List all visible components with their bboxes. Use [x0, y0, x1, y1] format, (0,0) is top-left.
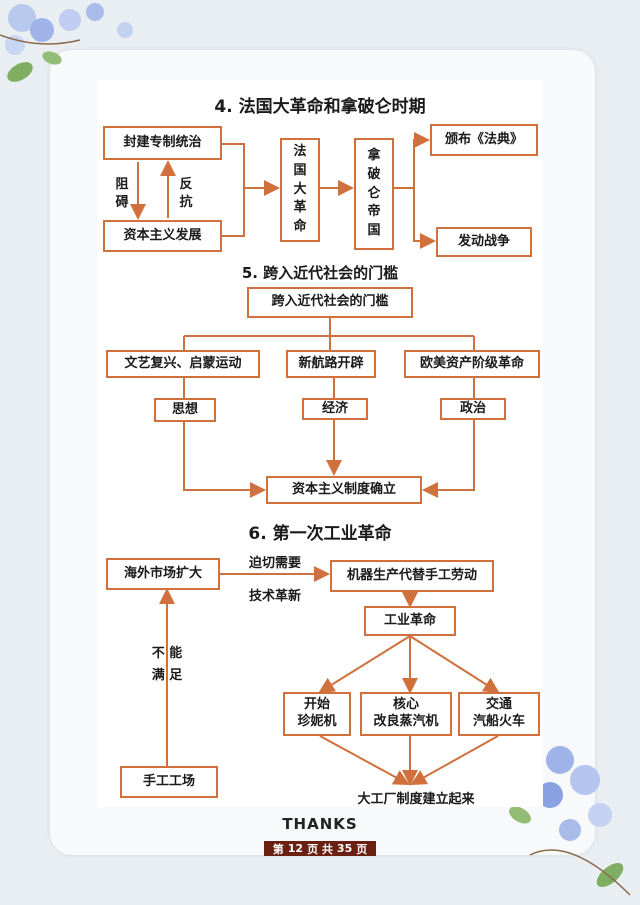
steam-engine-line1: 核心: [392, 697, 419, 713]
issue-code-box: 颁布《法典》: [430, 124, 538, 156]
transport-line1: 交通: [485, 697, 512, 713]
obstruct-label: 阻碍: [115, 177, 129, 211]
steam-engine-line2: 改良蒸汽机: [373, 714, 439, 729]
capitalism-development-box: 资本主义发展: [103, 220, 222, 252]
factory-system-label: 大工厂制度建立起来: [357, 792, 475, 807]
steam-engine-box: 核心 改良蒸汽机: [360, 692, 452, 736]
napoleon-empire-box: 拿 破 仑 帝 国: [354, 138, 394, 250]
spinning-jenny-line1: 开始: [303, 697, 330, 713]
thanks-text: THANKS: [282, 815, 358, 833]
politics-box: 政治: [440, 398, 506, 420]
napoleon-empire-char: 国: [367, 223, 381, 239]
section6-title: 6. 第一次工业革命: [248, 524, 392, 544]
french-revolution-box: 法 国 大 革 命: [280, 138, 320, 242]
french-revolution-char: 命: [293, 219, 307, 235]
bourgeois-revolution-box: 欧美资产阶级革命: [404, 350, 540, 378]
transport-line2: 汽船火车: [472, 714, 525, 729]
industrial-revolution-box: 工业革命: [364, 606, 456, 636]
handicraft-workshop-box: 手工工场: [120, 766, 218, 798]
flower-decoration-top-left: [0, 3, 133, 82]
napoleon-empire-char: 仑: [367, 185, 381, 201]
napoleon-empire-char: 拿: [367, 147, 381, 163]
spinning-jenny-box: 开始 珍妮机: [283, 692, 351, 736]
tech-innovation-label: 技术革新: [248, 589, 301, 604]
capitalist-system-established-box: 资本主义制度确立: [266, 476, 422, 504]
transport-box: 交通 汽船火车: [458, 692, 540, 736]
cannot-meet-label-line1: 不 能: [151, 646, 183, 661]
page-mid: 页 共: [307, 842, 333, 856]
resist-label: 反抗: [179, 177, 193, 211]
page-current: 12: [287, 842, 304, 855]
spinning-jenny-line2: 珍妮机: [297, 714, 337, 729]
napoleon-empire-char: 帝: [367, 204, 381, 220]
machine-production-box: 机器生产代替手工劳动: [330, 560, 494, 592]
page-suffix: 页: [356, 842, 368, 856]
page-total: 35: [336, 842, 353, 855]
french-revolution-char: 法: [293, 143, 307, 159]
thought-box: 思想: [154, 398, 216, 422]
flower-decoration-bottom-right: [509, 746, 631, 896]
cannot-meet-label-line2: 满 足: [151, 668, 183, 683]
french-revolution-char: 国: [293, 162, 307, 178]
feudal-autocracy-box: 封建专制统治: [103, 126, 222, 160]
renaissance-enlightenment-box: 文艺复兴、启蒙运动: [106, 350, 260, 378]
section5-title: 5. 跨入近代社会的门槛: [241, 264, 399, 282]
napoleon-empire-char: 破: [367, 166, 381, 182]
new-sea-route-box: 新航路开辟: [286, 350, 376, 378]
urgent-need-label: 迫切需要: [248, 556, 301, 571]
modern-society-threshold-box: 跨入近代社会的门槛: [247, 287, 413, 318]
section4-title: 4. 法国大革命和拿破仑时期: [214, 97, 426, 117]
launch-war-box: 发动战争: [436, 227, 532, 257]
overseas-market-box: 海外市场扩大: [106, 558, 220, 590]
french-revolution-char: 大: [293, 181, 307, 197]
page-prefix: 第: [272, 842, 284, 856]
economy-box: 经济: [302, 398, 368, 420]
french-revolution-char: 革: [293, 200, 307, 216]
page-number-badge: 第 12 页 共 35 页: [264, 841, 376, 856]
